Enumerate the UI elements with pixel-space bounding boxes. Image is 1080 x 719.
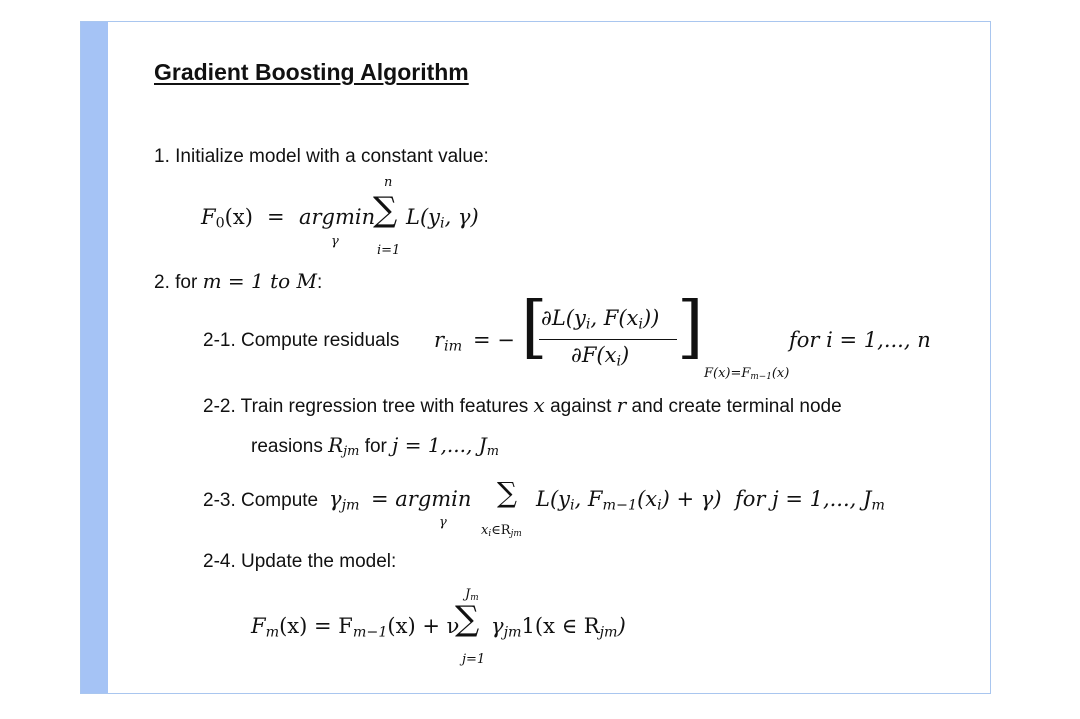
step1-label: 1. Initialize model with a constant valu… (154, 146, 489, 167)
step1-lhs: F0(x) (201, 205, 253, 232)
fraction-line (539, 339, 677, 340)
step2-3-label: 2-3. Compute (203, 490, 319, 511)
algorithm-card: Gradient Boosting Algorithm 1. Initializ… (80, 21, 991, 694)
step2-3-body: L(yi, Fm−1(xi) + γ) (536, 487, 722, 514)
step2-3-argmin-under: γ (439, 515, 447, 530)
step2-1-denominator: ∂F(xi) (571, 343, 630, 370)
step2-1-eval-at: F(x)=Fm−1(x) (704, 366, 790, 383)
step2-4-sum-top: Jm (465, 587, 479, 604)
step2-3-lhs: γjm (329, 487, 360, 514)
step2-2-line2: reasions Rjm for j = 1,..., Jm (251, 433, 499, 460)
step2-3-argmin: = argmin (371, 487, 472, 511)
step2-4-sum-bottom: j=1 (462, 652, 486, 667)
page-title: Gradient Boosting Algorithm (154, 59, 469, 85)
step1-argmin: argmin (299, 205, 376, 229)
step1-body: L(yi, γ) (406, 205, 479, 232)
step2-4-sum-symbol: ∑ (455, 599, 480, 639)
step2-3-condition: for j = 1,..., Jm (735, 487, 885, 514)
step2-4-label: 2-4. Update the model: (203, 551, 397, 572)
step2-3-sum-symbol: ∑ (497, 476, 517, 509)
step1-sum-bottom: i=1 (377, 243, 401, 258)
step1-sum-top: n (384, 175, 393, 190)
step2-1-label: 2-1. Compute residuals (203, 330, 400, 351)
accent-bar (81, 22, 108, 693)
step2-line: 2. for m = 1 to M: (154, 269, 323, 293)
left-bracket: [ (521, 288, 548, 367)
step2-4-lhs: Fm(x) = Fm−1(x) + ν (251, 614, 460, 641)
step2-1-condition: for i = 1,..., n (789, 328, 931, 352)
step1-sum-symbol: ∑ (373, 190, 398, 230)
step1-argmin-under: γ (331, 234, 339, 249)
step2-1-eq: = − (473, 328, 515, 352)
right-bracket: ] (677, 288, 704, 367)
step1-eq: = (267, 205, 285, 229)
step2-1-numerator: ∂L(yi, F(xi)) (541, 306, 660, 333)
step2-4-body: γjm1(x ∈ Rjm) (491, 614, 626, 641)
step2-2-line1: 2-2. Train regression tree with features… (203, 393, 842, 417)
step2-1-lhs: rim (434, 328, 463, 355)
step2-3-sum-bottom: xi∈Rjm (481, 523, 522, 540)
